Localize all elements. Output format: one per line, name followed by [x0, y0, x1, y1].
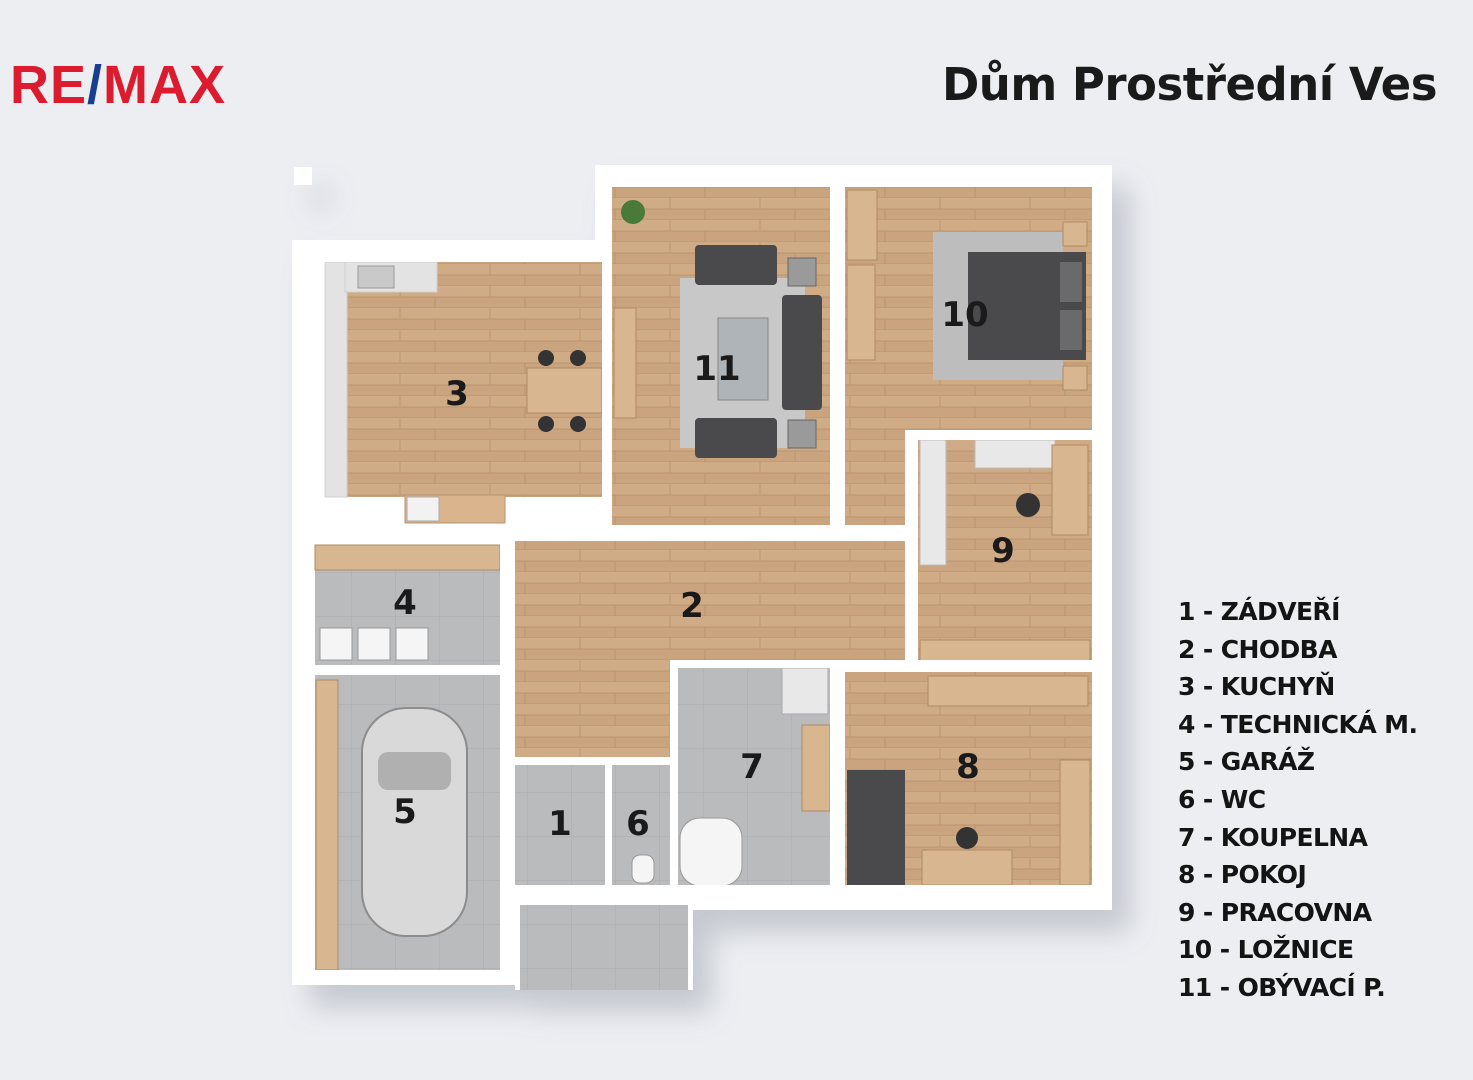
room-8-desk — [921, 849, 1013, 886]
room-number-9: 9 — [991, 531, 1015, 571]
legend-item: 4 - TECHNICKÁ M. — [1178, 709, 1418, 739]
study-shelf-top — [974, 439, 1056, 469]
kitchen-counter-left — [324, 261, 348, 498]
legend-item: 3 - KUCHYŇ — [1178, 672, 1335, 702]
kitchen-hob — [406, 496, 440, 522]
toilet — [631, 854, 655, 884]
wardrobe — [846, 264, 876, 361]
page-title: Dům Prostřední Ves — [941, 58, 1438, 111]
remax-logo: RE/MAX — [10, 58, 226, 112]
legend-item: 5 - GARÁŽ — [1178, 747, 1315, 777]
sofa-bottom — [695, 418, 777, 458]
legend-item: 7 - KOUPELNA — [1178, 822, 1368, 852]
bathroom-sinks — [801, 724, 831, 812]
room-2-floor — [515, 540, 905, 660]
room-number-10: 10 — [941, 295, 988, 335]
sofa-right — [782, 295, 822, 410]
legend-item: 2 - CHODBA — [1178, 634, 1337, 664]
room-1-floor — [515, 765, 605, 885]
room-number-1: 1 — [548, 804, 572, 844]
dining-chair — [538, 416, 554, 432]
legend-item: 1 - ZÁDVEŘÍ — [1178, 597, 1340, 626]
entrance-floor — [520, 905, 688, 990]
logo-text-max: MAX — [103, 55, 227, 115]
side-table — [787, 257, 817, 287]
dining-chair — [538, 350, 554, 366]
study-shelf — [919, 439, 947, 566]
legend-item: 11 - OBÝVACÍ P. — [1178, 972, 1386, 1002]
legend-item: 10 - LOŽNICE — [1178, 935, 1354, 965]
room-number-2: 2 — [680, 586, 704, 626]
car-windshield — [378, 752, 451, 790]
shower — [781, 667, 829, 715]
nightstand — [1062, 365, 1088, 391]
washer — [319, 627, 353, 661]
room-8-chair — [956, 827, 978, 849]
tech-cabinet — [314, 544, 501, 571]
sofa-top — [695, 245, 777, 285]
room-number-11: 11 — [693, 349, 740, 389]
study-chair — [1016, 493, 1040, 517]
washer — [357, 627, 391, 661]
pillow — [1060, 262, 1082, 302]
pillow — [1060, 310, 1082, 350]
logo-text-re: RE — [10, 55, 88, 115]
room-number-8: 8 — [956, 747, 980, 787]
nightstand — [1062, 221, 1088, 247]
kitchen-sink — [357, 265, 395, 289]
logo-slash: / — [87, 55, 104, 115]
room-8-wardrobe — [1059, 759, 1091, 886]
room-8-bed — [847, 770, 905, 885]
room-number-5: 5 — [393, 792, 417, 832]
legend-item: 9 - PRACOVNA — [1178, 897, 1372, 927]
room-number-7: 7 — [740, 747, 764, 787]
room-2-floor-lower — [515, 660, 670, 760]
room-legend: 1 - ZÁDVEŘÍ 2 - CHODBA 3 - KUCHYŇ 4 - TE… — [1178, 593, 1418, 1007]
legend-item: 6 - WC — [1178, 784, 1266, 814]
room-8-shelf — [927, 675, 1089, 707]
room-number-6: 6 — [626, 804, 650, 844]
side-table — [787, 419, 817, 449]
washer — [395, 627, 429, 661]
bathtub — [679, 817, 743, 887]
plant-icon — [621, 200, 645, 224]
dining-chair — [570, 350, 586, 366]
dining-table — [526, 367, 603, 414]
garage-shelf — [315, 679, 339, 971]
room-number-4: 4 — [393, 583, 417, 623]
room-10-floor-lower — [845, 435, 910, 535]
coffee-table — [717, 317, 769, 401]
dining-chair — [570, 416, 586, 432]
interior-walls — [292, 165, 1112, 985]
bedroom-desk — [846, 189, 878, 261]
legend-item: 8 - POKOJ — [1178, 860, 1307, 890]
tv-stand — [613, 307, 637, 419]
study-desk — [1051, 444, 1089, 536]
room-number-3: 3 — [445, 374, 469, 414]
